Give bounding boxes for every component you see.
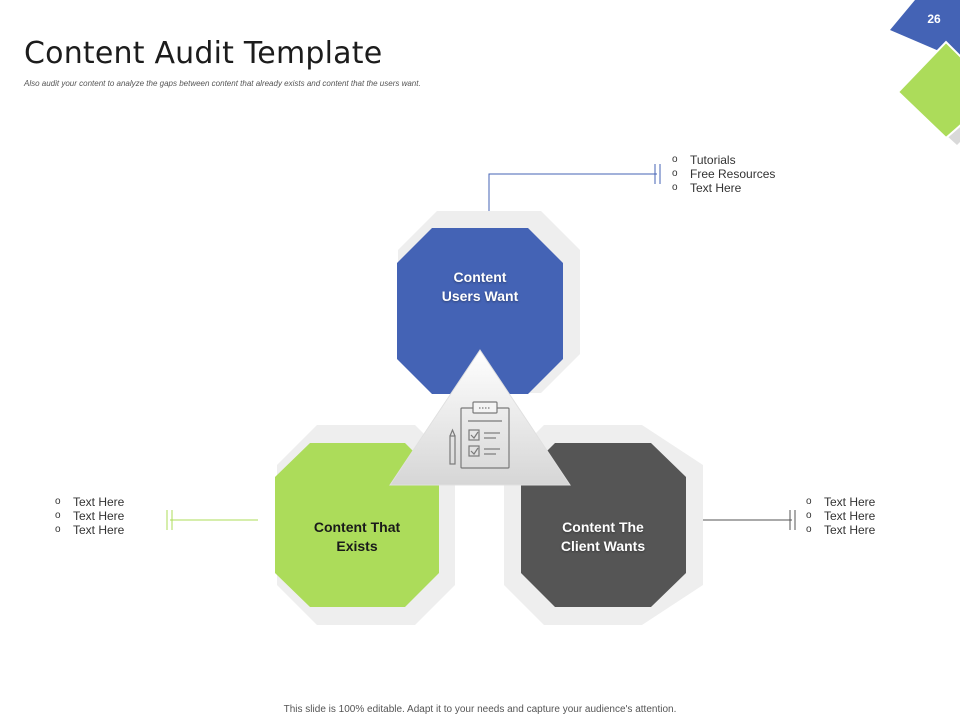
clipboard-checklist-icon — [449, 401, 510, 469]
right-label-line1: Content The — [562, 519, 644, 535]
left-octagon-label: Content That Exists — [277, 518, 437, 556]
center-triangle — [389, 349, 571, 486]
left-label-line1: Content That — [313, 519, 401, 535]
list-item: Text Here — [672, 181, 775, 195]
top-octagon-blue — [397, 228, 563, 394]
top-connector — [488, 164, 661, 212]
top-label-line2: Users Want — [441, 288, 519, 304]
slide-title: Content Audit Template — [24, 36, 383, 71]
slide-footer: This slide is 100% editable. Adapt it to… — [283, 704, 677, 715]
list-item: Text Here — [806, 523, 875, 537]
list-item: Text Here — [806, 495, 875, 509]
right-connector — [703, 510, 796, 530]
right-label-line2: Client Wants — [560, 538, 646, 554]
corner-green-diamond — [896, 40, 960, 140]
list-item: Text Here — [55, 523, 124, 537]
slide-subtitle: Also audit your content to analyze the g… — [24, 79, 421, 88]
list-item: Free Resources — [672, 167, 775, 181]
top-bullet-list: Tutorials Free Resources Text Here — [672, 153, 775, 195]
page-number: 26 — [927, 12, 941, 26]
list-item: Tutorials — [672, 153, 775, 167]
left-bullet-list: Text Here Text Here Text Here — [55, 495, 124, 537]
list-item: Text Here — [55, 495, 124, 509]
list-item: Text Here — [806, 509, 875, 523]
right-octagon-label: Content The Client Wants — [523, 518, 683, 556]
right-bullet-list: Text Here Text Here Text Here — [806, 495, 875, 537]
top-label-line1: Content — [453, 269, 507, 285]
left-label-line2: Exists — [336, 538, 378, 554]
top-octagon-label: Content Users Want — [400, 268, 560, 306]
left-connector — [166, 510, 258, 530]
list-item: Text Here — [55, 509, 124, 523]
